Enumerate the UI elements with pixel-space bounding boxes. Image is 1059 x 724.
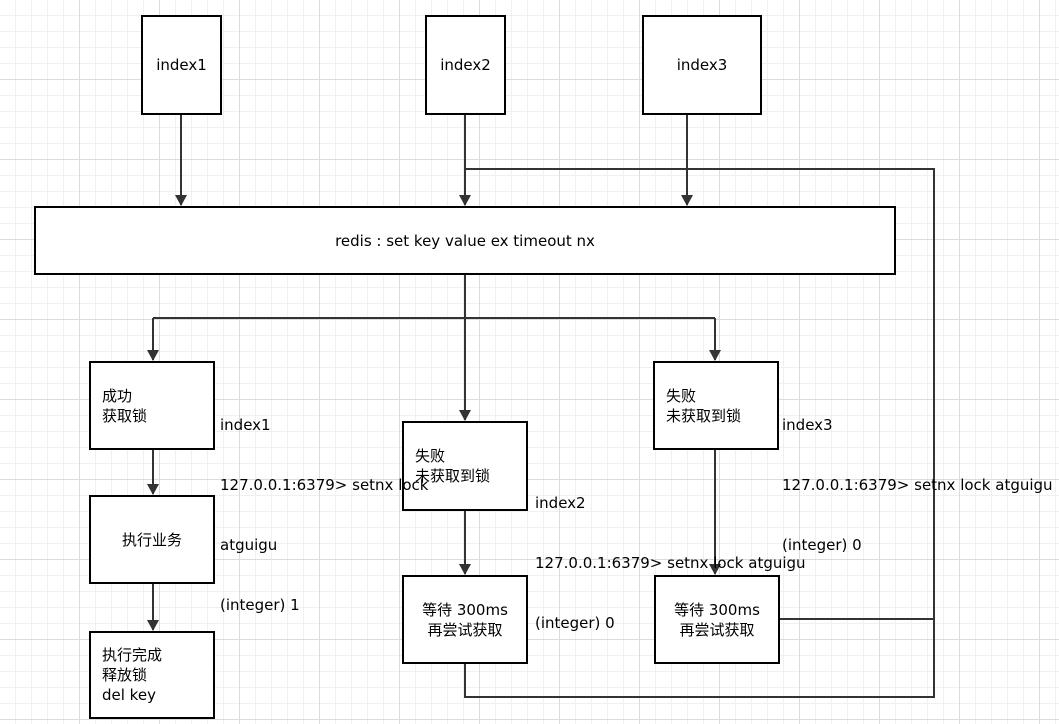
note-index3-line3: (integer) 0 — [782, 536, 862, 554]
note-index3-line2: 127.0.0.1:6379> setnx lock atguigu — [782, 476, 1053, 494]
node-done-line2: 释放锁 — [102, 666, 148, 684]
node-wait3: 等待 300ms 再尝试获取 — [654, 575, 780, 664]
node-success-line2: 获取锁 — [102, 406, 148, 425]
node-done: 执行完成 释放锁 del key — [89, 631, 215, 719]
node-fail2-line2: 未获取到锁 — [415, 467, 491, 485]
node-index2-label: index2 — [440, 56, 491, 74]
note-index3-line1: index3 — [782, 416, 833, 434]
node-done-line3: del key — [102, 686, 156, 704]
node-done-line1: 执行完成 — [102, 646, 163, 664]
node-wait3-line2: 再尝试获取 — [679, 620, 755, 639]
node-wait2-line1: 等待 300ms — [422, 600, 508, 619]
note-index1-line3: atguigu — [220, 536, 278, 554]
node-exec: 执行业务 — [89, 495, 215, 584]
node-success-line1: 成功 — [102, 386, 133, 405]
retry-loop-line — [464, 168, 935, 698]
note-index2: index2 127.0.0.1:6379> setnx lock atguig… — [535, 453, 806, 653]
note-index2-line1: index2 — [535, 494, 586, 512]
node-index1: index1 — [141, 15, 222, 115]
node-exec-label: 执行业务 — [121, 530, 182, 549]
node-redis: redis : set key value ex timeout nx — [34, 206, 896, 275]
node-wait3-line1: 等待 300ms — [674, 600, 760, 619]
node-fail3-line1: 失败 — [666, 386, 697, 405]
note-index1-line1: index1 — [220, 416, 271, 434]
node-index1-label: index1 — [156, 56, 207, 74]
note-index1-line2: 127.0.0.1:6379> setnx lock — [220, 476, 429, 494]
node-success: 成功 获取锁 — [89, 361, 215, 450]
node-fail3-line2: 未获取到锁 — [666, 406, 742, 425]
note-index2-line3: (integer) 0 — [535, 614, 615, 632]
note-index3: index3 127.0.0.1:6379> setnx lock atguig… — [782, 375, 1053, 575]
node-redis-label: redis : set key value ex timeout nx — [335, 231, 595, 250]
node-wait2-line2: 再尝试获取 — [427, 620, 503, 639]
node-fail3: 失败 未获取到锁 — [653, 361, 779, 450]
note-index1-line4: (integer) 1 — [220, 596, 300, 614]
node-index3-label: index3 — [676, 56, 728, 74]
node-index2: index2 — [425, 15, 506, 115]
node-fail2-line1: 失败 — [415, 447, 446, 465]
node-fail2: 失败 未获取到锁 — [402, 421, 528, 511]
note-index1: index1 127.0.0.1:6379> setnx lock atguig… — [220, 375, 428, 635]
node-wait2: 等待 300ms 再尝试获取 — [402, 575, 528, 664]
node-index3: index3 — [642, 15, 762, 115]
note-index2-line2: 127.0.0.1:6379> setnx lock atguigu — [535, 554, 806, 572]
